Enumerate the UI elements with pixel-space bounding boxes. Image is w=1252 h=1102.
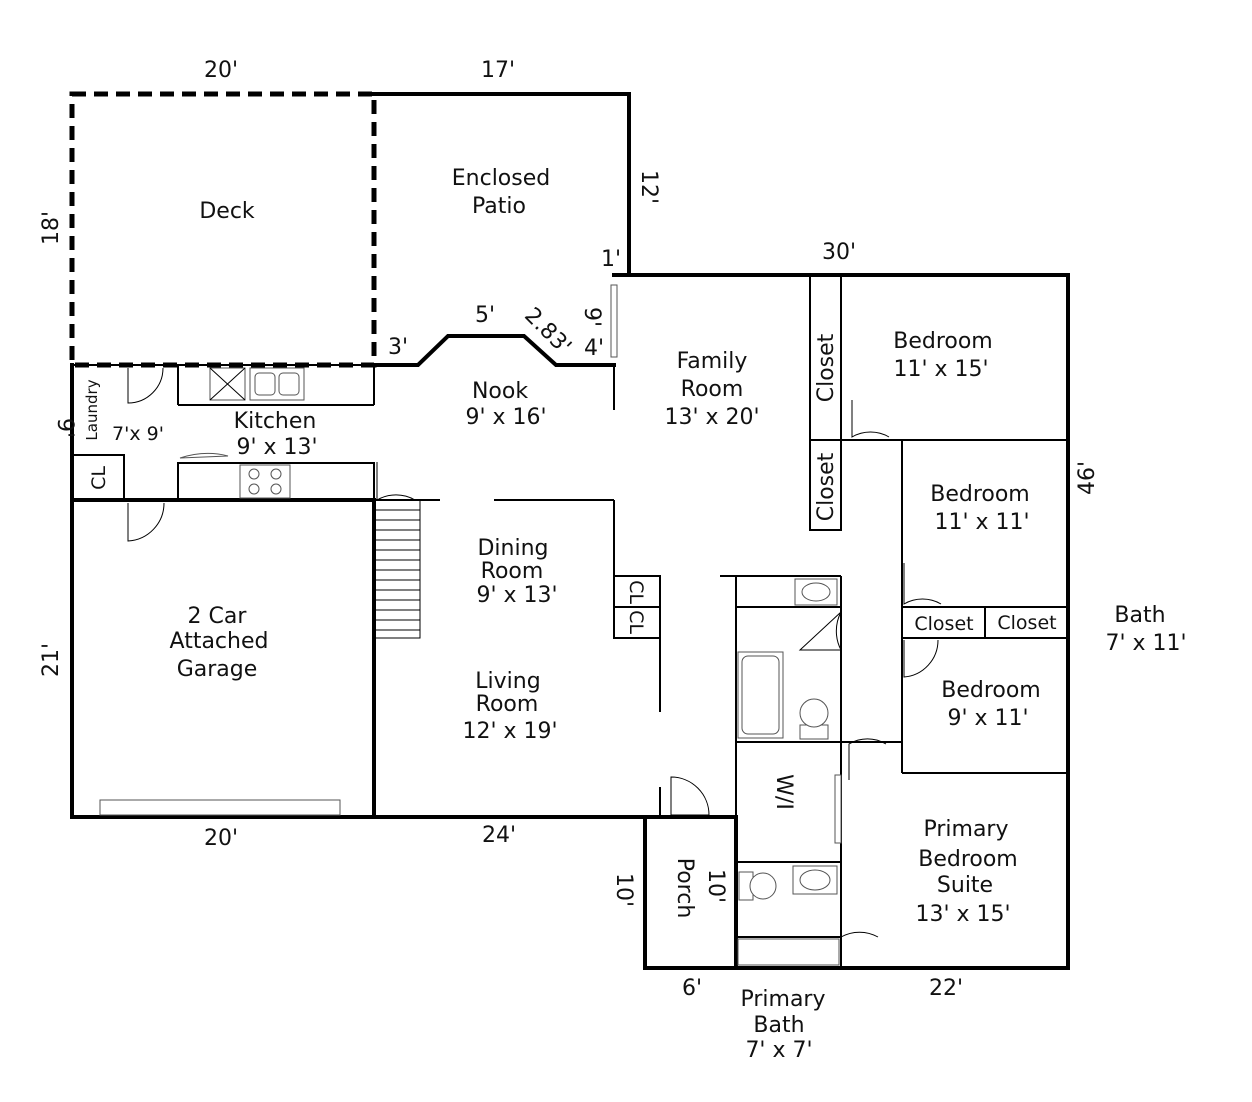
dining-label-1: Dining (477, 536, 548, 561)
family-size: 13' x 20' (664, 405, 759, 430)
suite-label-2: Bedroom (918, 847, 1018, 872)
dim-top-right: 30' (822, 240, 856, 265)
fixtures (179, 284, 842, 966)
primary-bath-size: 7' x 7' (745, 1038, 812, 1063)
bed1-label: Bedroom (893, 329, 993, 354)
primary-bath-label-2: Bath (753, 1013, 804, 1038)
dim-step-1: 1' (601, 247, 621, 272)
bath-label: Bath (1114, 603, 1165, 628)
nook-label: Nook (472, 379, 528, 404)
bed2-size: 11' x 11' (934, 510, 1029, 535)
dim-patio-width: 17' (481, 58, 515, 83)
patio-wall (372, 92, 631, 277)
dim-porch-height: 10' (611, 873, 636, 907)
dim-wall-4: 4' (584, 336, 604, 361)
dining-label-2: Room (481, 559, 544, 584)
dining-size: 9' x 13' (476, 583, 557, 608)
cl-label-2: CL (625, 580, 647, 604)
bed3-label: Bedroom (941, 678, 1041, 703)
closet-label-4: Closet (997, 612, 1056, 634)
garage-label-1: 2 Car (188, 604, 248, 629)
dim-deck-height: 18' (39, 211, 64, 245)
living-label-2: Room (476, 692, 539, 717)
nook-bay-wall (372, 334, 616, 367)
suite-label-1: Primary (923, 817, 1008, 842)
dim-wall-5: 5' (475, 303, 495, 328)
walkin-label: W/I (771, 774, 796, 810)
sliding-door (610, 284, 618, 358)
shower (737, 938, 840, 966)
stove (239, 464, 291, 499)
dim-bottom-right: 22' (929, 976, 963, 1001)
kitchen-size: 9' x 13' (236, 435, 317, 460)
closet-label-3: Closet (914, 613, 973, 635)
dim-living-width: 24' (482, 823, 516, 848)
deck-label: Deck (199, 199, 255, 224)
closet-label-1: Closet (814, 333, 839, 402)
dim-deck-width: 20' (204, 58, 238, 83)
dim-patio-height: 12' (636, 170, 661, 204)
dim-porch-inner: 10' (703, 869, 728, 903)
bed3-size: 9' x 11' (947, 706, 1028, 731)
living-label-1: Living (475, 669, 540, 694)
closet-label-2: Closet (814, 452, 839, 521)
family-label-2: Room (681, 377, 744, 402)
suite-size: 13' x 15' (915, 902, 1010, 927)
doors (127, 367, 942, 938)
stairs (373, 499, 421, 639)
kitchen-label: Kitchen (234, 409, 317, 434)
garage-door-panel (99, 799, 341, 816)
dim-wall-9: 9' (579, 307, 604, 327)
nook-size: 9' x 16' (465, 405, 546, 430)
bed2-label: Bedroom (930, 482, 1030, 507)
porch-label: Porch (672, 858, 697, 919)
dim-garage-width: 20' (204, 826, 238, 851)
garage-label-2: Attached (170, 629, 269, 654)
laundry-size: 7'x 9' (112, 423, 164, 445)
dim-porch-bottom: 6' (682, 976, 702, 1001)
cl-label-1: CL (88, 466, 110, 490)
cl-label-3: CL (625, 610, 647, 634)
primary-bath-label-1: Primary (740, 987, 825, 1012)
bottom-left-wall (70, 498, 647, 819)
garage-label-3: Garage (177, 657, 258, 682)
dim-laundry-height: 9' (52, 418, 77, 438)
patio-label-1: Enclosed (452, 166, 550, 191)
family-label-1: Family (677, 349, 748, 374)
bed1-size: 11' x 15' (893, 357, 988, 382)
bath-size: 7' x 11' (1105, 631, 1186, 656)
dim-wall-283: 2.83' (519, 303, 576, 360)
living-size: 12' x 19' (462, 719, 557, 744)
room-labels: Deck Enclosed Patio Nook 9' x 16' Family… (83, 166, 1187, 1063)
suite-label-3: Suite (937, 873, 993, 898)
deck-outline (69, 91, 377, 368)
patio-label-2: Patio (472, 194, 526, 219)
dim-right-height: 46' (1075, 461, 1100, 495)
laundry-label: Laundry (83, 379, 101, 440)
dim-garage-height: 21' (39, 643, 64, 677)
dim-wall-3: 3' (388, 335, 408, 360)
